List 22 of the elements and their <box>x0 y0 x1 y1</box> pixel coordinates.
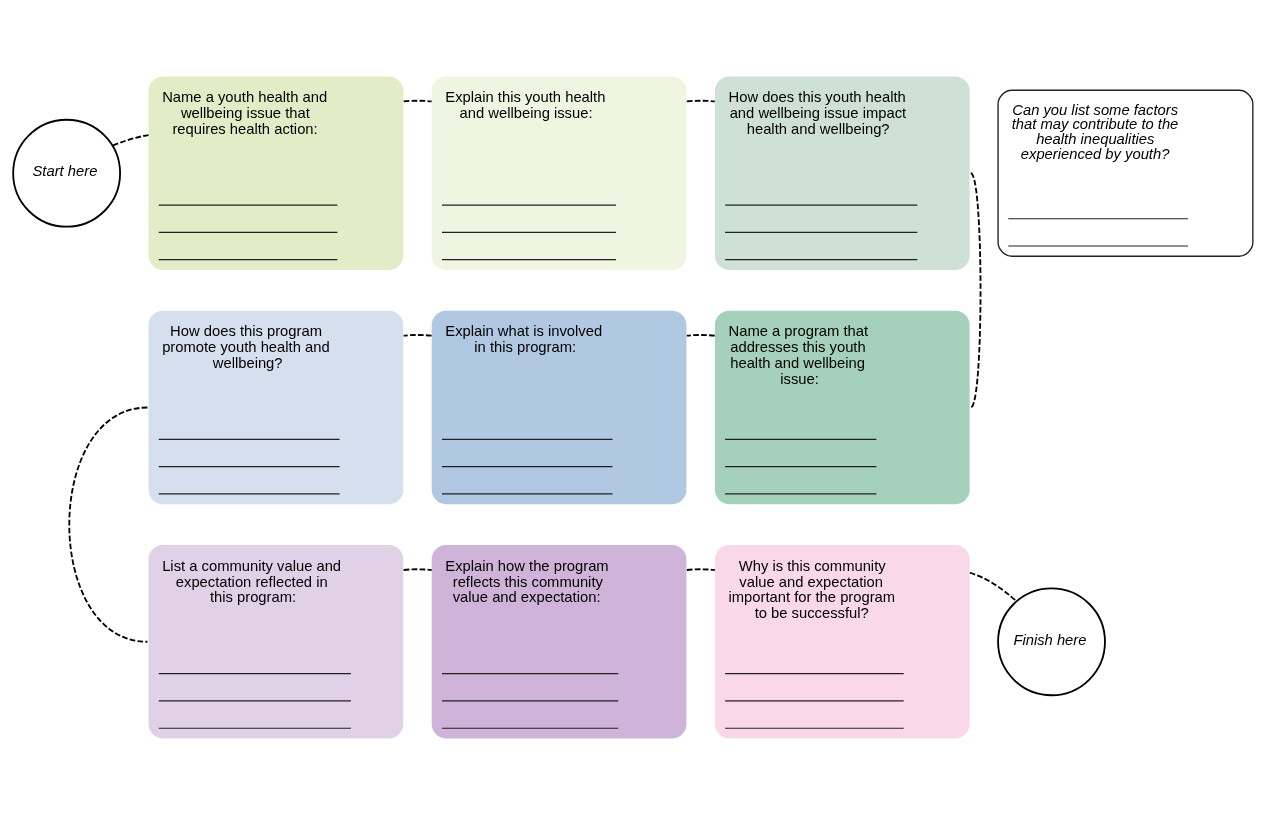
node-box: Can you list some factors that may contribute to the health inequalities experienced by youth? <box>997 89 1254 257</box>
connector <box>685 567 716 571</box>
connector <box>111 133 150 147</box>
node-box: List a community value and expectation reflected in this program: <box>148 544 404 738</box>
node-box: Why is this community value and expectation important for the program to be successful? <box>714 544 970 738</box>
connector <box>402 333 433 337</box>
node-box: Explain this youth health and wellbeing issue: <box>431 76 687 270</box>
connector <box>68 406 149 643</box>
connector <box>402 567 433 571</box>
connector <box>685 333 716 337</box>
node-box: Explain what is involved in this program: <box>431 310 687 504</box>
connector <box>969 171 982 408</box>
node-circle: Start here <box>12 118 121 228</box>
node-box: How does this program promote youth health and wellbeing? <box>148 310 404 504</box>
node-box: Name a youth health and wellbeing issue that requires health action: <box>148 76 404 270</box>
connector <box>402 99 433 102</box>
connector <box>685 99 716 102</box>
node-box: Explain how the program reflects this community value and expectation: <box>431 544 687 738</box>
node-circle: Finish here <box>997 586 1106 696</box>
node-box: How does this youth health and wellbeing issue impact health and wellbeing? <box>714 76 970 270</box>
node-box: Name a program that addresses this youth health and wellbeing issue: <box>714 310 970 504</box>
connector <box>968 571 1018 602</box>
